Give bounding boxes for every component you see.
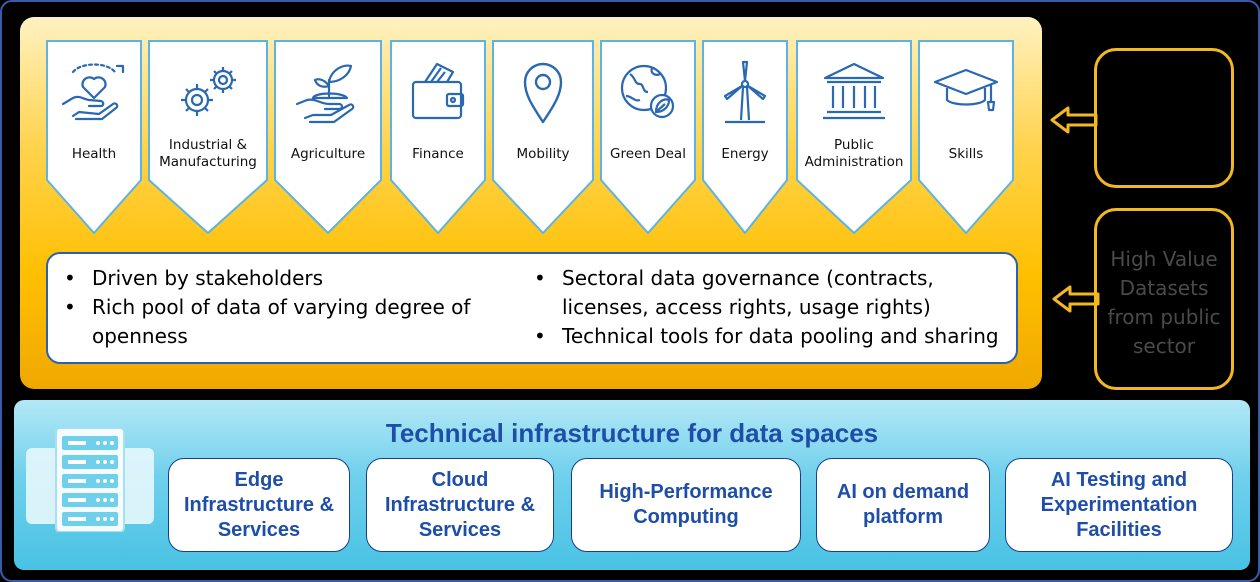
infra-box-ai-testing: AI Testing and Experimentation Facilitie…	[1005, 458, 1233, 552]
bullet-item: Driven by stakeholders	[62, 264, 502, 293]
sector-label: Energy	[721, 145, 769, 162]
wallet-icon	[390, 58, 486, 126]
sector-industrial-manufacturing: Industrial & Manufacturing	[148, 40, 268, 234]
sector-tile-shape	[796, 40, 912, 234]
gears-icon	[148, 58, 268, 126]
infra-box-cloud: Cloud Infrastructure & Services	[366, 458, 554, 552]
infra-box-ai-on-demand: AI on demand platform	[816, 458, 990, 552]
sector-tile-shape	[702, 40, 788, 234]
sector-label: Mobility	[516, 145, 570, 162]
infrastructure-title: Technical infrastructure for data spaces	[385, 418, 879, 448]
sector-label: Finance	[412, 145, 464, 162]
sector-agriculture: Agriculture	[274, 40, 382, 234]
side-input-box-top	[1094, 48, 1234, 188]
heart-hands-icon	[46, 58, 142, 126]
sector-tile-shape	[600, 40, 696, 234]
sector-tile-shape	[46, 40, 142, 234]
high-value-datasets-label: High Value Datasets from public sector	[1107, 247, 1221, 358]
infra-box-edge: Edge Infrastructure & Services	[168, 458, 350, 552]
infra-box-hpc: High-Performance Computing	[571, 458, 801, 552]
arrow-left-icon	[1052, 285, 1100, 313]
sector-label: Green Deal	[610, 145, 686, 162]
bullet-item: Sectoral data governance (contracts, lic…	[532, 264, 1002, 322]
sector-public-administration: Public Administration	[796, 40, 912, 234]
wind-turbine-icon	[702, 58, 788, 126]
bullet-item: Rich pool of data of varying degree of o…	[62, 293, 502, 351]
sector-tile-shape	[492, 40, 594, 234]
map-pin-icon	[492, 58, 594, 126]
server-rack-icon	[26, 428, 154, 532]
high-value-datasets-box: High Value Datasets from public sector	[1094, 208, 1234, 390]
sector-tile-shape	[274, 40, 382, 234]
sector-green-deal: Green Deal	[600, 40, 696, 234]
sector-tile-shape	[918, 40, 1014, 234]
seedling-hand-icon	[274, 58, 382, 126]
sector-label: Agriculture	[290, 145, 366, 162]
sector-label: Industrial & Manufacturing	[159, 137, 257, 170]
graduation-cap-icon	[918, 58, 1014, 126]
sector-label: Skills	[948, 145, 984, 162]
features-left-column: Driven by stakeholders Rich pool of data…	[62, 264, 502, 351]
sector-label: Public Administration	[804, 137, 904, 170]
sector-finance: Finance	[390, 40, 486, 234]
data-space-features-box: Driven by stakeholders Rich pool of data…	[46, 252, 1018, 364]
sector-mobility: Mobility	[492, 40, 594, 234]
sector-energy: Energy	[702, 40, 788, 234]
government-building-icon	[796, 58, 912, 126]
globe-leaf-icon	[600, 58, 696, 126]
sector-label: Health	[71, 145, 117, 162]
sector-skills: Skills	[918, 40, 1014, 234]
sector-tile-shape	[148, 40, 268, 234]
arrow-left-icon	[1050, 106, 1098, 134]
features-right-column: Sectoral data governance (contracts, lic…	[532, 264, 1002, 351]
bullet-item: Technical tools for data pooling and sha…	[532, 322, 1002, 351]
sector-health: Health	[46, 40, 142, 234]
